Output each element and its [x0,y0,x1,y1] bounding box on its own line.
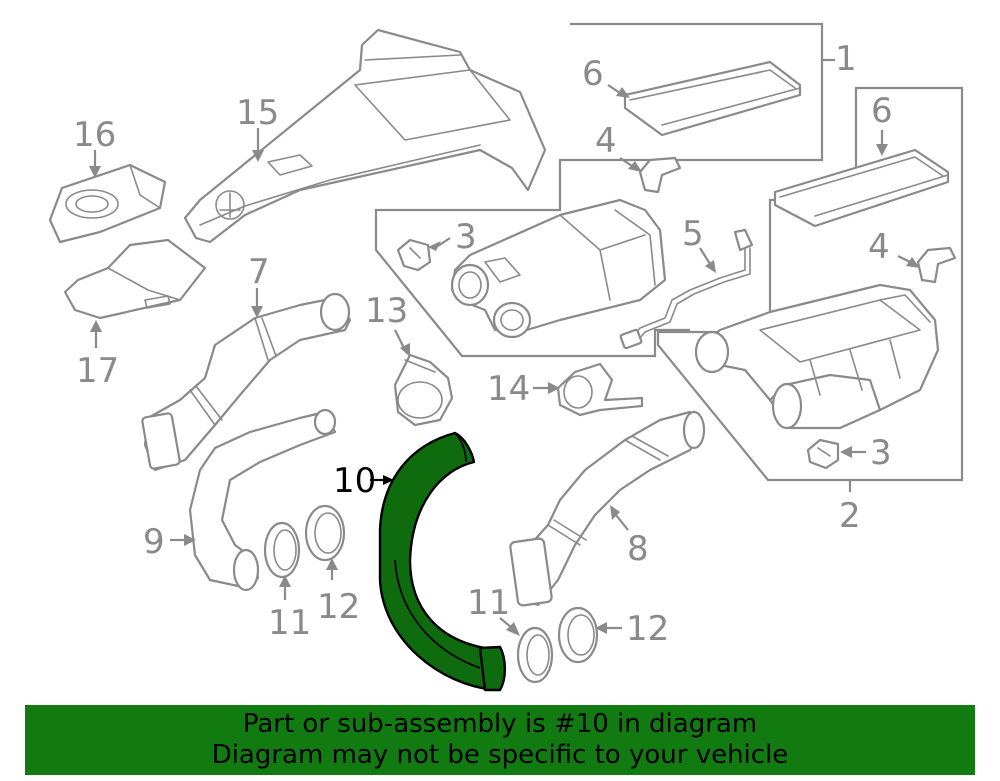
callout-6-right: 6 [871,91,893,131]
air-duct-part-8 [509,410,706,607]
callout-12-right: 12 [626,609,669,649]
callout-7: 7 [248,252,270,292]
callout-16: 16 [73,115,116,155]
sensor-part-4-top [638,156,682,194]
banner-line-2: Diagram may not be specific to your vehi… [211,740,789,770]
callout-10: 10 [333,461,376,501]
callout-11-left: 11 [268,603,311,643]
air-filter-part-6-top [623,60,802,137]
callout-labels: 1 2 3 3 4 4 5 6 6 7 8 9 10 11 11 12 12 1… [73,39,893,649]
callout-1: 1 [835,39,857,79]
air-filter-housing-assembly-1 [450,198,667,339]
callout-4-right: 4 [868,227,890,267]
intake-hose-part-10 [378,431,507,692]
callout-6-top: 6 [582,54,604,94]
clip-part-3-top [396,238,432,272]
callout-11-right: 11 [467,583,510,623]
clamp-ring-part-11-left [263,521,301,579]
callout-2: 2 [839,496,861,536]
callout-12-left: 12 [317,587,360,627]
callout-8: 8 [627,529,649,569]
callout-3-bottom: 3 [870,433,892,473]
clamp-ring-part-11-right [516,626,554,684]
clip-part-3-bottom [806,438,840,470]
callout-13: 13 [365,291,408,331]
disclaimer-banner: Part or sub-assembly is #10 in diagram D… [25,705,975,775]
banner-line-1: Part or sub-assembly is #10 in diagram [242,709,758,739]
air-filter-part-6-right [773,148,950,228]
air-part-13 [393,353,454,427]
callout-4-top: 4 [595,121,617,161]
air-part-14 [556,362,644,417]
callout-15: 15 [236,93,279,133]
callout-9: 9 [143,522,165,562]
air-duct-part-9 [188,408,337,592]
callout-17: 17 [76,351,119,391]
assembly-1-box [374,22,835,358]
cover-piece-part-17 [63,238,207,320]
clamp-part-12-left [304,504,346,562]
callout-5: 5 [682,214,704,254]
air-duct-part-7 [141,292,352,472]
cover-piece-part-16 [48,163,167,244]
callout-14: 14 [487,369,530,409]
air-filter-housing-assembly-2 [694,283,940,430]
engine-cover-part-15 [183,28,547,244]
sensor-part-4-right [916,246,957,284]
callout-3-top: 3 [455,217,477,257]
wire-harness-part-5 [619,228,754,350]
leader-lines [89,84,920,636]
clamp-part-12-right [557,606,599,664]
